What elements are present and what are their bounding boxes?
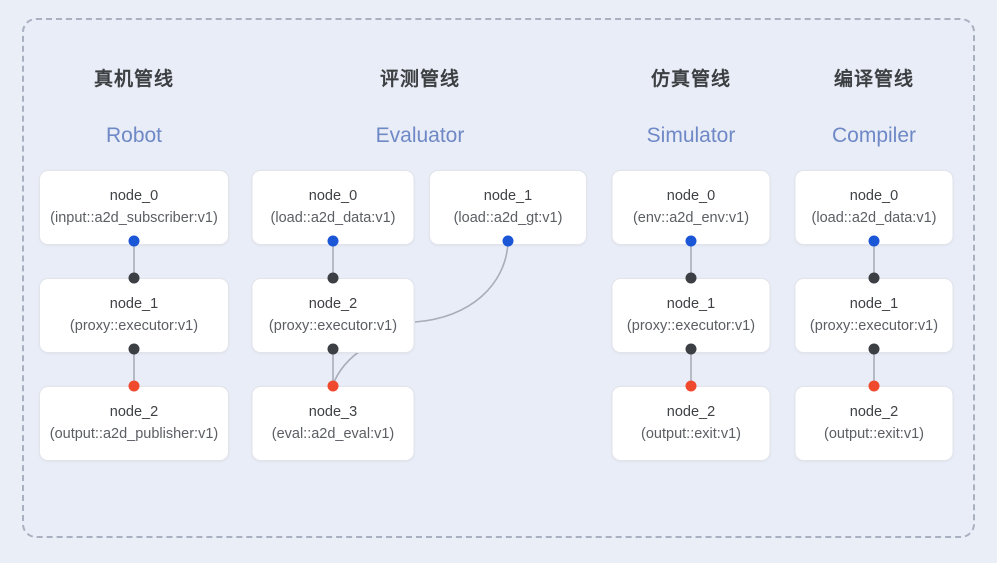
port-input-icon[interactable] <box>327 235 339 247</box>
node-type-label: (env::a2d_env:v1) <box>632 209 750 226</box>
column-title-en-1: Evaluator <box>375 124 465 147</box>
node-name-label: node_1 <box>849 296 899 313</box>
port-input-icon[interactable] <box>128 235 140 247</box>
node-name-label: node_2 <box>109 404 159 421</box>
node-box[interactable]: node_2(output::exit:v1) <box>794 386 954 461</box>
node-name-label: node_2 <box>849 404 899 421</box>
column-title-cn-2: 仿真管线 <box>650 69 732 90</box>
node-box[interactable]: node_1(proxy::executor:v1) <box>611 278 771 353</box>
port-link-icon[interactable] <box>868 272 880 284</box>
column-title-en-0: Robot <box>105 124 163 147</box>
column-title-en-2: Simulator <box>646 124 736 147</box>
node-name-label: node_3 <box>308 404 358 421</box>
node-name-label: node_2 <box>666 404 716 421</box>
column-title-cn-0: 真机管线 <box>93 69 175 90</box>
port-input-icon[interactable] <box>685 235 697 247</box>
node-type-label: (proxy::executor:v1) <box>268 317 398 334</box>
port-output-icon[interactable] <box>327 380 339 392</box>
port-output-icon[interactable] <box>128 380 140 392</box>
port-link-icon[interactable] <box>128 343 140 355</box>
node-name-label: node_0 <box>666 188 716 205</box>
node-box[interactable]: node_1(proxy::executor:v1) <box>794 278 954 353</box>
node-box[interactable]: node_2(output::exit:v1) <box>611 386 771 461</box>
node-type-label: (proxy::executor:v1) <box>809 317 939 334</box>
node-box[interactable]: node_0(load::a2d_data:v1) <box>251 170 415 245</box>
port-link-icon[interactable] <box>128 272 140 284</box>
node-box[interactable]: node_1(load::a2d_gt:v1) <box>429 170 587 245</box>
node-box[interactable]: node_1(proxy::executor:v1) <box>39 278 229 353</box>
node-type-label: (load::a2d_data:v1) <box>270 209 396 226</box>
node-name-label: node_0 <box>308 188 358 205</box>
node-box[interactable]: node_0(load::a2d_data:v1) <box>794 170 954 245</box>
node-box[interactable]: node_2(proxy::executor:v1) <box>251 278 415 353</box>
node-box[interactable]: node_2(output::a2d_publisher:v1) <box>39 386 229 461</box>
node-name-label: node_0 <box>109 188 159 205</box>
port-link-icon[interactable] <box>685 272 697 284</box>
node-type-label: (load::a2d_gt:v1) <box>453 209 563 226</box>
port-output-icon[interactable] <box>868 380 880 392</box>
node-type-label: (input::a2d_subscriber:v1) <box>50 209 218 226</box>
node-box[interactable]: node_0(env::a2d_env:v1) <box>611 170 771 245</box>
port-link-icon[interactable] <box>327 343 339 355</box>
node-type-label: (eval::a2d_eval:v1) <box>271 425 395 442</box>
node-type-label: (load::a2d_data:v1) <box>811 209 937 226</box>
node-name-label: node_1 <box>109 296 159 313</box>
column-title-en-3: Compiler <box>831 124 917 147</box>
node-type-label: (output::a2d_publisher:v1) <box>49 425 219 442</box>
port-input-icon[interactable] <box>502 235 514 247</box>
node-name-label: node_2 <box>308 296 358 313</box>
node-box[interactable]: node_3(eval::a2d_eval:v1) <box>251 386 415 461</box>
node-name-label: node_0 <box>849 188 899 205</box>
node-name-label: node_1 <box>666 296 716 313</box>
column-title-cn-1: 评测管线 <box>379 69 461 90</box>
node-box[interactable]: node_0(input::a2d_subscriber:v1) <box>39 170 229 245</box>
column-title-cn-3: 编译管线 <box>833 69 915 90</box>
port-link-icon[interactable] <box>327 272 339 284</box>
node-type-label: (output::exit:v1) <box>824 425 924 442</box>
node-type-label: (proxy::executor:v1) <box>69 317 199 334</box>
port-link-icon[interactable] <box>868 343 880 355</box>
port-output-icon[interactable] <box>685 380 697 392</box>
port-link-icon[interactable] <box>685 343 697 355</box>
node-name-label: node_1 <box>483 188 533 205</box>
node-type-label: (proxy::executor:v1) <box>626 317 756 334</box>
node-type-label: (output::exit:v1) <box>641 425 741 442</box>
port-input-icon[interactable] <box>868 235 880 247</box>
